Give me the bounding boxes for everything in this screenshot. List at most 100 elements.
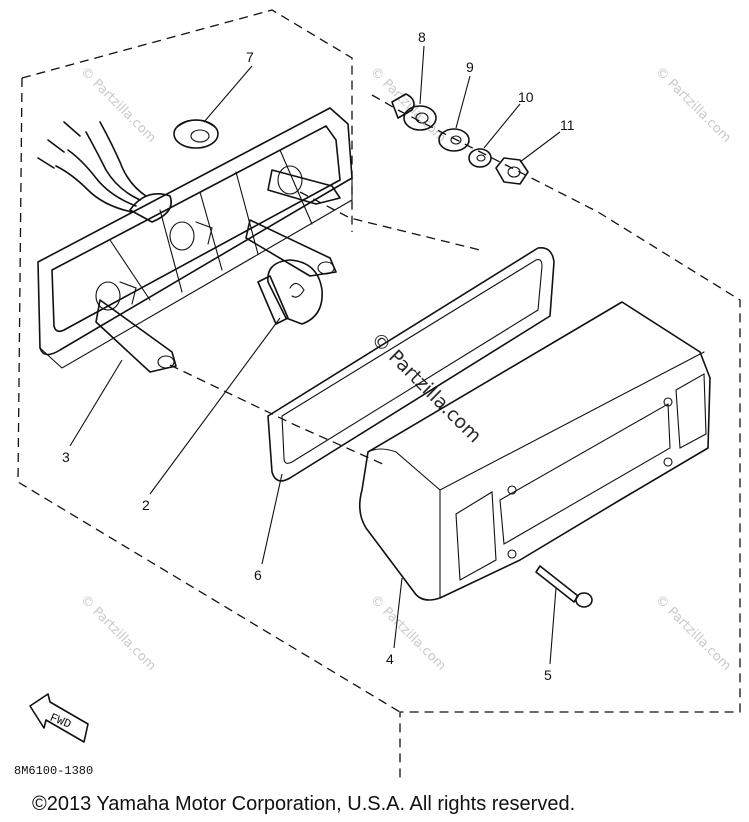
- lock-washer: [468, 148, 492, 168]
- mounting-boss-right: [267, 169, 341, 205]
- leader-lines: [69, 45, 561, 665]
- drawing-code: 8M6100-1380: [14, 764, 93, 778]
- socket-hole: [95, 281, 121, 311]
- watermark-layer: © Partzilla.com © Partzilla.com © Partzi…: [77, 64, 734, 674]
- socket-tube: [195, 221, 213, 245]
- mounting-axis-line: [299, 191, 481, 251]
- grommet-base: [129, 193, 172, 223]
- callout-4: 4: [386, 651, 394, 667]
- socket-tube: [119, 281, 137, 305]
- watermark: © Partzilla.com: [367, 592, 449, 674]
- boss-tip: [157, 355, 175, 369]
- collar-flange: [403, 105, 437, 131]
- screw-shank: [535, 565, 579, 603]
- group-outlines: [17, 9, 741, 778]
- lens-top-edge: [367, 351, 705, 491]
- screw-head: [575, 592, 593, 608]
- lens-screw-hole: [663, 457, 673, 467]
- boss-tip: [317, 261, 335, 275]
- nut-hole: [507, 166, 521, 178]
- fwd-arrow-icon: [29, 693, 89, 743]
- wire-harness: [55, 165, 133, 213]
- screw: [535, 565, 593, 608]
- copyright-notice: ©2013 Yamaha Motor Corporation, U.S.A. A…: [32, 793, 575, 815]
- housing-rib: [279, 149, 313, 225]
- lens-front: [358, 301, 711, 601]
- washer: [438, 128, 470, 152]
- housing-rib: [109, 239, 151, 301]
- wire-terminal: [47, 139, 65, 153]
- wire-terminal: [63, 121, 81, 137]
- callout-8: 8: [418, 29, 426, 45]
- watermark-center: © Partzilla.com: [366, 328, 485, 447]
- gasket-outer: [267, 246, 555, 482]
- watermark: © Partzilla.com: [77, 592, 159, 674]
- rear-housing: [37, 107, 353, 373]
- mounting-boss-mid: [245, 219, 337, 277]
- watermark: © Partzilla.com: [652, 592, 734, 674]
- washer-outer: [438, 128, 470, 152]
- nut: [495, 157, 529, 185]
- callout-10: 10: [518, 89, 534, 105]
- collar-hole: [415, 112, 429, 124]
- nut-body: [495, 157, 529, 185]
- leader-10: [483, 103, 521, 149]
- collar-tube: [391, 93, 415, 119]
- leader-2: [149, 317, 281, 495]
- wire-harness: [99, 121, 147, 197]
- watermark: © Partzilla.com: [77, 64, 159, 146]
- axis-line-bulb: [169, 364, 386, 466]
- gasket-inner: [281, 259, 543, 464]
- bulb-filament: [289, 282, 305, 298]
- lens-screw-hole: [663, 397, 673, 407]
- housing-group-outline: [21, 9, 353, 232]
- housing-floor-line: [63, 179, 341, 331]
- gasket: [267, 246, 555, 482]
- lock-washer-hole: [476, 154, 486, 162]
- lens: [358, 301, 711, 601]
- wire-harness: [67, 149, 137, 207]
- callout-7: 7: [246, 49, 254, 65]
- leader-9: [455, 75, 471, 129]
- bulb-base: [257, 275, 289, 325]
- housing-outer: [37, 107, 353, 356]
- fwd-indicator: FWD: [29, 693, 89, 743]
- watermark: © Partzilla.com: [367, 64, 449, 146]
- housing-group-outline-left: [17, 77, 401, 713]
- grommet-ring: [175, 119, 217, 129]
- callout-11: 11: [560, 117, 575, 133]
- lens-panel: [499, 403, 671, 545]
- lens-screw-hole: [507, 485, 517, 495]
- leader-5: [549, 587, 557, 665]
- leader-4: [393, 577, 403, 649]
- bulb: [257, 259, 323, 325]
- leader-3: [69, 359, 123, 447]
- housing-divider: [159, 209, 183, 293]
- lock-washer-outer: [468, 148, 492, 168]
- grommet: [173, 119, 219, 149]
- leader-6: [261, 473, 283, 565]
- lens-reflector: [455, 491, 497, 581]
- leader-7: [203, 65, 253, 123]
- leader-11: [519, 131, 561, 163]
- housing-edge: [39, 177, 353, 369]
- socket-hole: [277, 165, 303, 195]
- callout-3: 3: [62, 449, 70, 465]
- callout-6: 6: [254, 567, 262, 583]
- watermark: © Partzilla.com: [652, 64, 734, 146]
- callout-2: 2: [142, 497, 150, 513]
- collar: [391, 93, 437, 131]
- bulb-glass: [267, 259, 323, 325]
- socket-hole: [169, 221, 195, 251]
- washer-hole: [450, 135, 462, 145]
- grommet-hole: [190, 129, 210, 143]
- lens-group-outline: [371, 94, 741, 778]
- wire-harness: [85, 131, 141, 201]
- mounting-boss-left: [95, 299, 177, 373]
- callouts: 7 8 9 10 11 3 2 6 4 5: [62, 29, 575, 683]
- lens-screw-hole: [507, 549, 517, 559]
- callout-9: 9: [466, 59, 474, 75]
- housing-inner-rim: [51, 125, 341, 333]
- housing-divider: [235, 171, 259, 255]
